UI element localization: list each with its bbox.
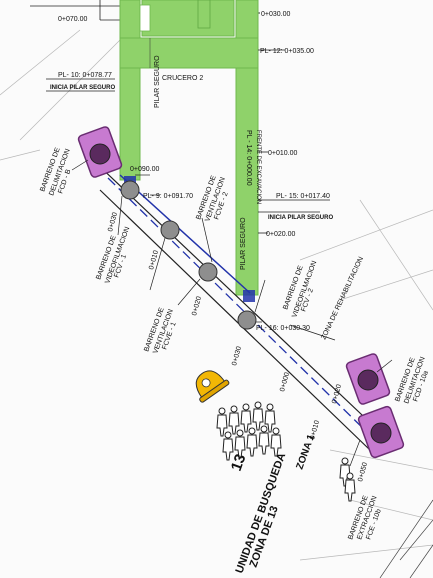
label-fcd-10a: BARRENO DE DELIMITACION FCD - 10a [394, 356, 430, 405]
svg-text:0+010: 0+010 [309, 420, 321, 441]
borehole-fcve1 [198, 262, 218, 282]
pl15-label: PL- 15: 0+017.40 [276, 193, 330, 200]
label-fcve-2: BARRENO DE VENTILACION FCVE - 2 [195, 174, 229, 222]
svg-text:ZONA DE REHABILITACION: ZONA DE REHABILITACION [320, 256, 365, 341]
main-gallery [94, 161, 381, 451]
pl16-label: PL- 16: 0+030.30 [256, 325, 310, 332]
label-fcv-1: BARRENO DE VIDEOFILMACION FCV - 1 [95, 226, 131, 285]
pl12-label: PL- 12: 0+035.00 [260, 48, 314, 55]
device-fcd-b [77, 126, 123, 178]
diagonal-chainage: 0+030 0+010 0+020 0+030 0+000 0+020 0+01… [107, 212, 369, 483]
pt-090: 0+090.00 [130, 166, 159, 173]
label-fcd-b: BARRENO DE DELIMITACION FCD - B [39, 146, 72, 196]
helmet-icon [195, 370, 230, 403]
pilar-seguro-right: PILAR SEGURO [240, 217, 247, 270]
chainage-0-020: 0+020.00 [266, 231, 295, 238]
pl15-sub: INICIA PILAR SEGURO [268, 215, 333, 221]
label-fcve-1: BARRENO DE VENTILACION FCVE - 1 [143, 306, 177, 354]
pilar-seguro-left: PILAR SEGURO [154, 55, 161, 108]
svg-text:0+010: 0+010 [148, 250, 160, 271]
label-fcv-2: BARRENO DE VIDEOFILMACION FCV - 2 [282, 260, 318, 319]
zona-1-label: ZONA 1 [294, 433, 317, 471]
borehole-fcv2 [237, 310, 257, 330]
background-outline-lines [0, 9, 433, 561]
label-zona-rehab: ZONA DE REHABILITACION [320, 256, 365, 341]
device-fcd-10a [345, 353, 391, 405]
svg-text:0+000: 0+000 [279, 372, 291, 393]
device-fce-10b [357, 405, 405, 459]
pl9-label: PL- 9: 0+091.70 [143, 193, 193, 200]
pl10-sub: INICIA PILAR SEGURO [50, 85, 115, 91]
crucero-label: CRUCERO 2 [162, 75, 203, 82]
person-figure-icon [216, 401, 356, 502]
svg-text:0+030: 0+030 [231, 346, 243, 367]
excavation-corridor [119, 0, 259, 302]
svg-text:0+020: 0+020 [191, 296, 203, 317]
search-number: 13 [228, 452, 250, 473]
chainage-0-010: 0+010.00 [268, 150, 297, 157]
label-fce-10b: BARRENO DE EXTRACCION FCE - 10b [347, 494, 383, 540]
svg-text:0+030: 0+030 [107, 212, 119, 233]
bottom-corner-lines [379, 499, 433, 578]
pl14-label: PL - 14: 0+000.00 [245, 130, 252, 186]
pl10-label: PL- 10: 0+078.77 [58, 72, 112, 79]
svg-text:0+050: 0+050 [357, 462, 369, 483]
chainage-0-070: 0+070.00 [58, 16, 87, 23]
boreholes [120, 180, 257, 330]
pl14-sub: FRENTE DE EXCAVACION [255, 130, 261, 204]
borehole-fcve2 [160, 220, 180, 240]
borehole-fcv1 [120, 180, 140, 200]
svg-text:0+020: 0+020 [331, 384, 343, 405]
chainage-0-030-top: 0+030.00 [261, 11, 290, 18]
